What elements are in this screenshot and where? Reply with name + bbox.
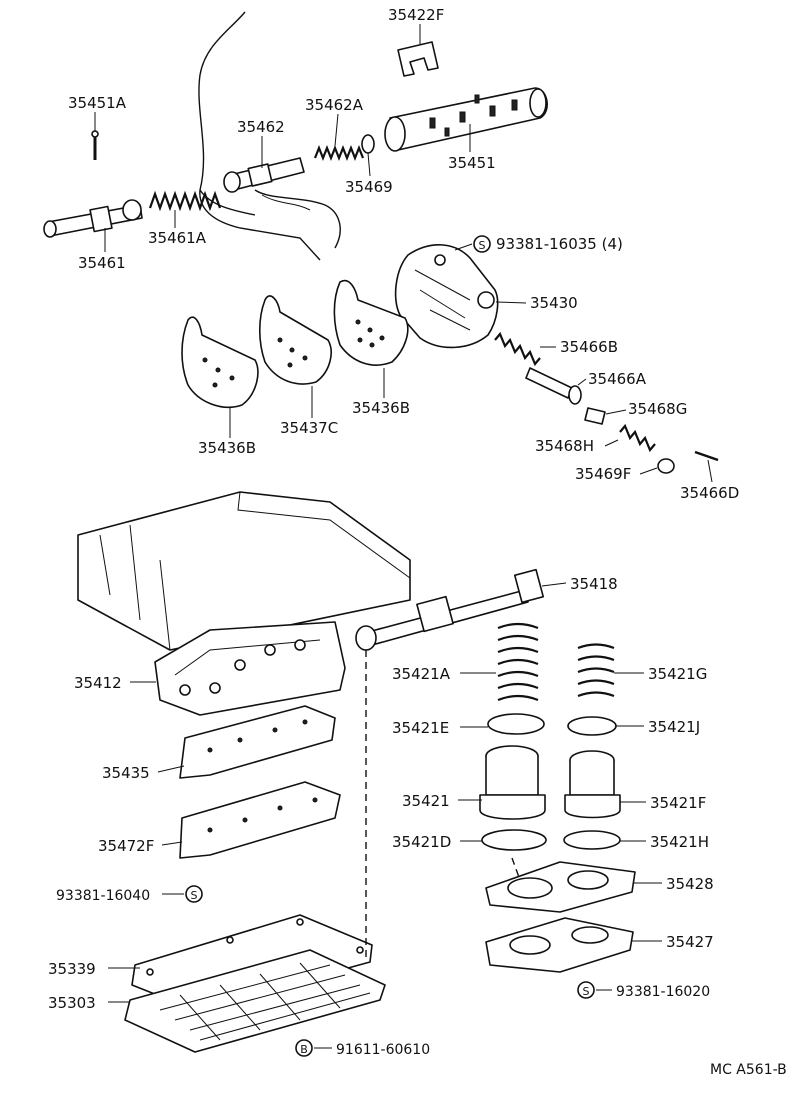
part-labels: 35422F 35451A 35462A 35462 35469 35451 3… (48, 6, 787, 1078)
label-35430: 35430 (530, 294, 578, 312)
upper-valve-body-35412 (154, 621, 346, 716)
plug-35469F (657, 458, 675, 474)
label-35421A: 35421A (392, 665, 451, 683)
svg-text:S: S (583, 985, 590, 998)
label-93381-16035: 93381-16035 (4) (496, 235, 623, 253)
seal-ring-35421H (563, 830, 621, 850)
label-93381-16020: 93381-16020 (616, 984, 710, 1000)
symbol-s-93381-16020: S (577, 981, 595, 999)
spring-35462A (313, 145, 365, 161)
label-35461: 35461 (78, 254, 126, 272)
label-35339: 35339 (48, 960, 96, 978)
accumulator-piston-35421F (564, 750, 621, 819)
oil-strainer-35303 (124, 949, 386, 1053)
accumulator-piston-35421 (479, 745, 546, 820)
label-35466A: 35466A (588, 370, 647, 388)
plate-35435 (179, 705, 336, 779)
retainer-clip-35422F (397, 41, 439, 77)
label-35418: 35418 (570, 575, 618, 593)
svg-text:B: B (300, 1043, 308, 1056)
label-93381-16040: 93381-16040 (56, 888, 150, 904)
label-35303: 35303 (48, 994, 96, 1012)
symbol-s-93381-16040: S (185, 885, 203, 903)
spring-35421A (497, 622, 539, 702)
label-35466B: 35466B (560, 338, 618, 356)
sleeve-35451 (384, 87, 548, 152)
valve-body-outline (198, 11, 341, 261)
svg-text:S: S (479, 239, 486, 252)
label-35421: 35421 (402, 792, 450, 810)
spring-35468H (619, 423, 656, 453)
label-35472F: 35472F (98, 837, 154, 855)
diagram-code: MC A561-B (710, 1062, 787, 1078)
label-35421G: 35421G (648, 665, 707, 683)
plug-35469 (361, 134, 375, 154)
label-35461A: 35461A (148, 229, 207, 247)
label-35437C: 35437C (280, 419, 338, 437)
label-35421D: 35421D (392, 833, 451, 851)
plate-35437C (259, 295, 332, 385)
label-35435: 35435 (102, 764, 150, 782)
svg-text:S: S (191, 889, 198, 902)
symbol-s-93381-16035: S (473, 235, 491, 253)
gasket-35428 (485, 861, 636, 913)
valve-35461 (43, 199, 143, 238)
label-35469F: 35469F (575, 465, 631, 483)
label-35436B-right: 35436B (352, 399, 410, 417)
seal-ring-35421D (481, 829, 547, 851)
label-35421J: 35421J (648, 718, 700, 736)
manual-valve-35418 (355, 568, 545, 651)
label-35427: 35427 (666, 933, 714, 951)
lower-valve-body (77, 491, 411, 651)
label-35436B-left: 35436B (198, 439, 256, 457)
label-35421H: 35421H (650, 833, 709, 851)
spring-35461A (148, 190, 222, 212)
gasket-35472F (179, 781, 341, 859)
label-35466D: 35466D (680, 484, 739, 502)
spring-35466B (494, 331, 541, 367)
label-35468G: 35468G (628, 400, 687, 418)
label-35462A: 35462A (305, 96, 364, 114)
label-35451A: 35451A (68, 94, 127, 112)
pin-35466D (694, 450, 719, 462)
plug-35468G (584, 407, 606, 425)
label-35462: 35462 (237, 118, 285, 136)
label-35428: 35428 (666, 875, 714, 893)
label-35451: 35451 (448, 154, 496, 172)
cover-plate-35427 (485, 917, 634, 973)
plate-35436B-right (333, 279, 409, 366)
seal-ring-35421J (567, 716, 617, 736)
accumulator-dashed-line (511, 857, 521, 881)
label-35469: 35469 (345, 178, 393, 196)
label-91611-60610: 91611-60610 (336, 1042, 430, 1058)
label-35468H: 35468H (535, 437, 594, 455)
label-35421E: 35421E (392, 719, 449, 737)
label-35412: 35412 (74, 674, 122, 692)
symbol-b-91611-60610: B (295, 1039, 313, 1057)
valve-35462 (223, 157, 305, 193)
seal-ring-35421E (487, 713, 545, 735)
pin-35451A (91, 130, 99, 160)
label-35422F: 35422F (388, 6, 444, 24)
cover-35430 (394, 244, 499, 349)
valve-35466A (525, 367, 582, 405)
leader-lines (94, 24, 713, 1049)
label-35421F: 35421F (650, 794, 706, 812)
spring-35421G (577, 643, 615, 698)
plate-35436B-left (181, 316, 259, 409)
